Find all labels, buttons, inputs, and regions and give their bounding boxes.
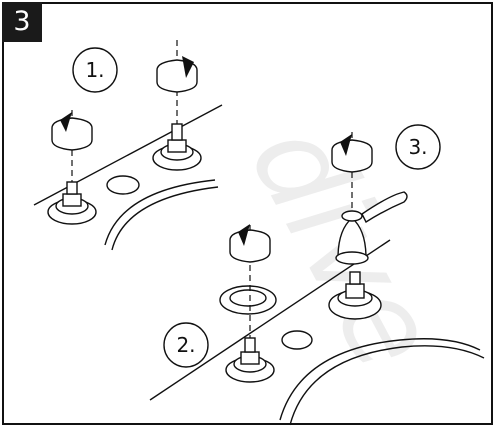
step-number-badge: 3 <box>2 2 42 42</box>
rotate-counterclockwise-arrow-icon <box>156 56 198 93</box>
spout-hole-lower <box>281 330 313 350</box>
sink-bowl-left <box>104 179 216 246</box>
sink-bowl-right <box>279 338 481 421</box>
callout-circle-2 <box>163 322 209 368</box>
callout-circle-1 <box>72 47 118 93</box>
sink-bowl-left-inner <box>111 186 219 251</box>
faucet-handle <box>335 191 408 265</box>
callout-label-3: 3. <box>408 135 427 159</box>
rotate-clockwise-arrow-icon <box>51 112 93 151</box>
valve-stem-upper-left <box>47 181 97 225</box>
rotate-clockwise-arrow-icon <box>229 224 271 263</box>
valve-stem-lower-right <box>328 271 382 320</box>
rotate-clockwise-arrow-icon <box>331 134 373 173</box>
sink-bowl-right-inner <box>289 345 485 426</box>
escutcheon-ring <box>219 285 277 315</box>
valve-stem-lower-left <box>225 337 275 383</box>
spout-hole-upper <box>106 175 140 195</box>
valve-stem-upper-right <box>152 123 202 171</box>
callout-circle-3 <box>395 124 441 170</box>
callout-label-1: 1. <box>85 58 104 82</box>
callout-label-2: 2. <box>176 333 195 357</box>
counter-edge-lower <box>149 239 391 401</box>
counter-edge-upper <box>33 104 223 206</box>
